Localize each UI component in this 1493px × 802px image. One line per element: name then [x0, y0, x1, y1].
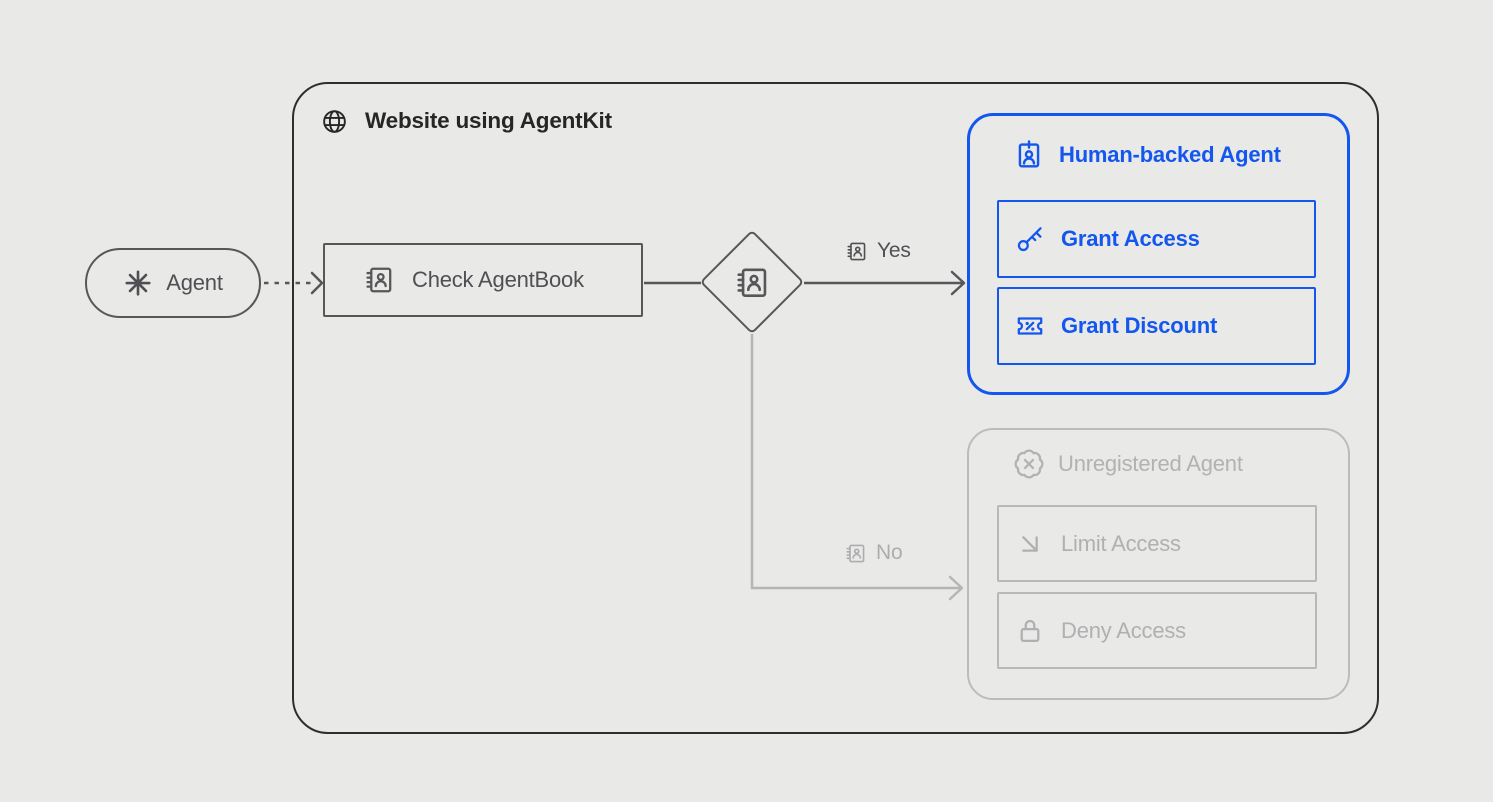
deny-access-box: Deny Access [997, 592, 1317, 669]
container-header: Website using AgentKit [321, 104, 612, 138]
website-agentkit-container [292, 82, 1379, 734]
ticket-percent-icon [1017, 316, 1043, 336]
human-backed-agent-title: Human-backed Agent [1059, 142, 1281, 167]
key-icon [1017, 227, 1042, 252]
agent-label: Agent [166, 270, 223, 295]
arrowhead-yes [950, 270, 966, 296]
unregistered-agent-title: Unregistered Agent [1058, 451, 1243, 476]
id-badge-icon [1018, 140, 1040, 168]
lock-icon [1020, 619, 1040, 642]
edge-label-yes: Yes [845, 239, 911, 263]
arrowhead-agent-to-check [310, 271, 324, 295]
grant-access-box: Grant Access [997, 200, 1316, 278]
agentbook-icon [366, 267, 392, 293]
badge-x-icon [1014, 449, 1044, 479]
group-human-backed-agent [967, 113, 1350, 395]
limit-access-box: Limit Access [997, 505, 1317, 582]
grant-discount-label: Grant Discount [1061, 313, 1218, 338]
edge-label-no: No [844, 541, 903, 565]
arrowhead-no [948, 575, 964, 601]
group-unregistered-agent [967, 428, 1350, 700]
check-agentbook-label: Check AgentBook [412, 267, 584, 292]
decision-icon-wrap [734, 264, 771, 301]
agentbook-icon [737, 267, 767, 297]
container-title: Website using AgentKit [365, 108, 612, 133]
limit-access-label: Limit Access [1061, 530, 1181, 556]
deny-access-label: Deny Access [1061, 617, 1186, 643]
node-agent: Agent [85, 248, 261, 318]
globe-icon [323, 109, 346, 133]
agentbook-icon [846, 544, 865, 562]
no-label: No [876, 541, 903, 564]
node-check-agentbook: Check AgentBook [323, 243, 643, 317]
asterisk-icon [125, 270, 151, 296]
grant-access-label: Grant Access [1061, 226, 1200, 251]
grant-discount-box: Grant Discount [997, 287, 1316, 365]
agentbook-icon [847, 242, 866, 260]
human-backed-agent-header: Human-backed Agent [1012, 136, 1281, 174]
edge-no [750, 334, 960, 590]
yes-label: Yes [877, 239, 911, 262]
arrow-down-right-icon [1022, 535, 1038, 552]
unregistered-agent-header: Unregistered Agent [1013, 445, 1243, 483]
